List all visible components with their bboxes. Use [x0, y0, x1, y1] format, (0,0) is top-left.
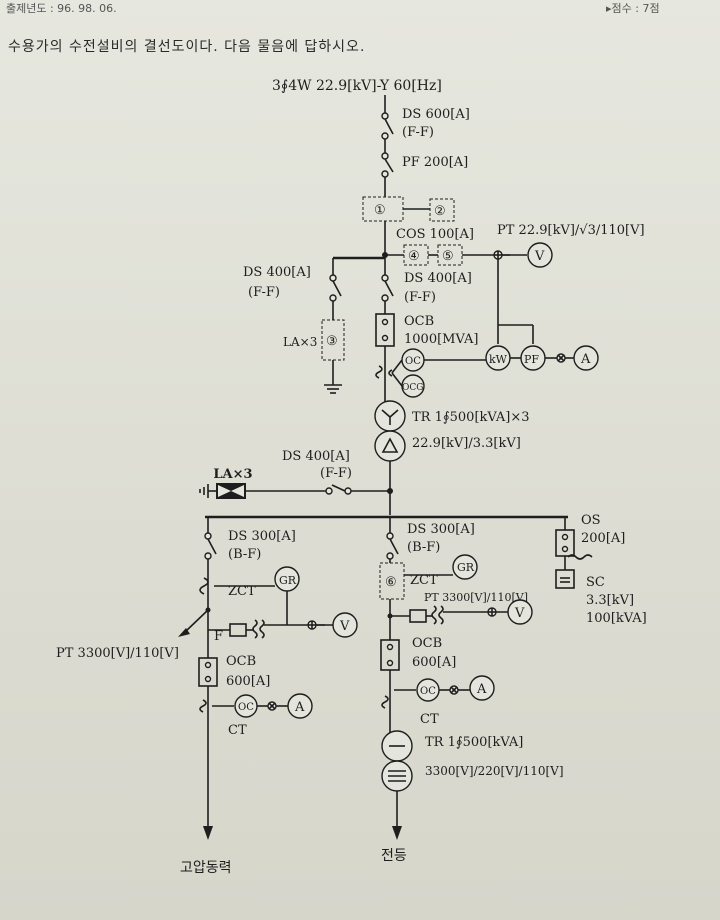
svg-text:OC: OC	[420, 686, 436, 697]
mid-ammeter	[469, 675, 495, 701]
left-fuse	[229, 623, 247, 637]
main-ds400-ff-label: (F-F)	[404, 290, 436, 305]
svg-text:④: ④	[408, 249, 420, 264]
svg-text:V: V	[514, 606, 525, 621]
mid-ds300-switch	[386, 532, 394, 540]
svg-text:A: A	[580, 352, 591, 367]
mid-ds300-label: DS 300[A]	[407, 522, 475, 537]
left-bf-label: (B-F)	[228, 547, 261, 562]
main-pt-label: PT 22.9[kV]/√3/110[V]	[497, 223, 645, 238]
svg-text:V: V	[534, 249, 545, 264]
os-label: OS	[581, 513, 601, 528]
pf200-label: PF 200[A]	[402, 155, 468, 170]
la-ds400-second-switch	[344, 487, 352, 495]
mid-ct	[381, 695, 389, 709]
main-ds400-switch	[381, 274, 389, 282]
svg-text:V: V	[339, 619, 350, 634]
source-label: 3∮4W 22.9[kV]-Y 60[Hz]	[272, 78, 442, 94]
exam-year-label: 출제년도 : 96. 98. 06.	[6, 2, 117, 15]
svg-text:⑤: ⑤	[442, 249, 454, 264]
left-pt-label: PT 3300[V]/110[V]	[56, 646, 179, 661]
left-ct-label: CT	[228, 723, 247, 738]
sc-label: SC	[586, 575, 605, 590]
svg-text:PF: PF	[524, 353, 539, 366]
svg-text:③: ③	[326, 334, 338, 349]
svg-text:OCG: OCG	[402, 383, 423, 393]
la3-label: LA×3	[283, 335, 317, 349]
svg-text:OC: OC	[405, 356, 421, 367]
left-ocb-label: OCB	[226, 654, 256, 669]
load-power-label: 고압동력	[180, 860, 232, 876]
svg-text:⑥: ⑥	[385, 575, 397, 590]
left-ocb-rating: 600[A]	[226, 674, 270, 689]
discharge-coil	[567, 554, 593, 560]
la2-ds400-label: DS 400[A]	[282, 449, 350, 464]
la-ds400-switch	[329, 274, 337, 282]
box-5	[437, 244, 463, 266]
mid-ocb-rating: 600[A]	[412, 655, 456, 670]
svg-text:GR: GR	[457, 561, 475, 574]
box-6	[379, 562, 405, 600]
svg-text:A: A	[294, 700, 305, 715]
box-4	[403, 244, 429, 266]
ds600-label: DS 600[A]	[402, 107, 470, 122]
svg-text:kW: kW	[489, 353, 508, 366]
mid-voltmeter	[507, 599, 533, 625]
ds600-ff-label: (F-F)	[402, 125, 434, 140]
left-ds300-label: DS 300[A]	[228, 529, 296, 544]
left-load-arrow	[203, 826, 213, 840]
svg-text:①: ①	[374, 203, 386, 218]
ds600-switch	[381, 112, 389, 120]
la2-ff-label: (F-F)	[320, 466, 352, 481]
mid-load-arrow	[392, 826, 402, 840]
left-zct	[199, 577, 209, 595]
score-label: ▸점수 : 7점	[606, 2, 660, 15]
main-tr-label: TR 1∮500[kVA]×3	[412, 410, 530, 425]
left-ct	[199, 699, 207, 713]
load-light-label: 전등	[381, 848, 407, 864]
mid-pt-label: PT 3300[V]/110[V]	[424, 591, 528, 604]
sc-kv: 3.3[kV]	[586, 593, 634, 608]
mid-pt-coil	[431, 605, 437, 625]
svg-text:OC: OC	[238, 702, 254, 713]
mid-ct-label: CT	[420, 712, 439, 727]
left-ds300-switch	[204, 532, 212, 540]
left-pt-coil	[252, 619, 258, 639]
la-ds400-ff-label: (F-F)	[248, 285, 280, 300]
static-capacitor	[555, 569, 575, 589]
left-ammeter	[287, 693, 313, 719]
mid-ocb-label: OCB	[412, 636, 442, 651]
mid-gr-relay	[452, 554, 478, 580]
main-transformer-secondary	[374, 430, 406, 462]
main-tr-ratio: 22.9[kV]/3.3[kV]	[412, 436, 521, 451]
pf200-fuse	[381, 152, 389, 160]
left-zct-label: ZCT	[228, 584, 256, 599]
svg-text:GR: GR	[279, 574, 297, 587]
la-ds400-label: DS 400[A]	[243, 265, 311, 280]
light-tr-label: TR 1∮500[kVA]	[425, 735, 523, 750]
voltmeter-main	[527, 242, 553, 268]
main-ocb-label: OCB	[404, 314, 434, 329]
mid-bf-label: (B-F)	[407, 540, 440, 555]
la3-bold-label: LA×3	[213, 467, 252, 482]
main-ds400-label: DS 400[A]	[404, 271, 472, 286]
svg-text:A: A	[476, 682, 487, 697]
main-ocb	[375, 313, 395, 347]
light-tr-ratio: 3300[V]/220[V]/110[V]	[425, 764, 564, 778]
box-2	[429, 198, 455, 222]
mid-zct-label: ZCT	[410, 573, 438, 588]
os-rating: 200[A]	[581, 531, 625, 546]
mid-fuse	[409, 609, 427, 623]
sc-kva: 100[kVA]	[586, 611, 647, 626]
ammeter-main	[573, 345, 599, 371]
cos-label: COS 100[A]	[396, 227, 474, 242]
svg-text:②: ②	[434, 204, 446, 219]
main-ct-coil	[375, 365, 383, 379]
question-text: 수용가의 수전설비의 결선도이다. 다음 물음에 답하시오.	[8, 39, 366, 55]
left-f-label: F	[214, 629, 223, 644]
main-ocb-rating: 1000[MVA]	[404, 332, 478, 347]
ocg-relay-main	[401, 374, 425, 398]
